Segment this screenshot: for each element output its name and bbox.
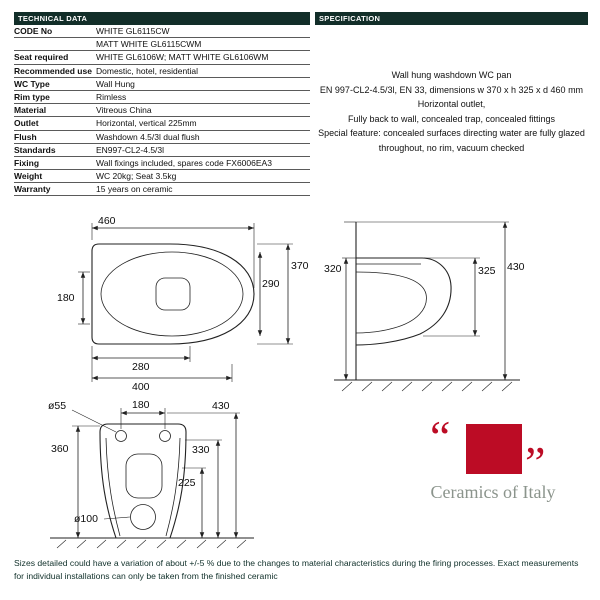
table-row: Outlet Horizontal, vertical 225mm bbox=[14, 117, 310, 131]
row-value: Wall fixings included, spares code FX600… bbox=[96, 157, 272, 168]
spec-line: Special feature: concealed surfaces dire… bbox=[318, 128, 585, 139]
row-label: Rim type bbox=[14, 92, 50, 103]
dimension-label: 400 bbox=[132, 381, 150, 393]
fixing-hole-left bbox=[115, 430, 127, 442]
close-quote-icon: ” bbox=[525, 437, 546, 488]
table-row: Seat required WHITE GL6106W; MATT WHITE G… bbox=[14, 51, 310, 65]
row-value: WHITE GL6115CW bbox=[96, 26, 170, 37]
dimension-label: 330 bbox=[192, 444, 210, 456]
specification-header: SPECIFICATION bbox=[315, 12, 588, 25]
technical-data-table: CODE No WHITE GL6115CW MATT WHITE GL6115C… bbox=[14, 25, 310, 197]
top-view-dimensions: 460 370 290 180 280 400 bbox=[57, 215, 309, 393]
dimension-label: 290 bbox=[262, 278, 280, 290]
row-value: Rimless bbox=[96, 92, 127, 103]
table-row: Warranty 15 years on ceramic bbox=[14, 183, 310, 197]
row-label: Seat required bbox=[14, 52, 69, 63]
row-value: Washdown 4.5/3l dual flush bbox=[96, 131, 200, 142]
dimension-label: 180 bbox=[57, 292, 75, 304]
floor-hatching bbox=[56, 539, 247, 549]
spec-line: Horizontal outlet, bbox=[417, 99, 486, 110]
open-quote-icon: “ bbox=[430, 411, 451, 462]
outlet-hole bbox=[130, 504, 156, 530]
dimension-label: 460 bbox=[98, 215, 116, 227]
row-value: 15 years on ceramic bbox=[96, 184, 173, 195]
side-view-drawing: 320 325 430 bbox=[324, 221, 525, 392]
table-row: Rim type Rimless bbox=[14, 91, 310, 105]
spec-line: Wall hung washdown WC pan bbox=[391, 70, 512, 80]
row-label: Fixing bbox=[14, 157, 40, 168]
top-view-drawing: 460 370 290 180 280 400 bbox=[57, 215, 309, 393]
row-value: Domestic, hotel, residential bbox=[96, 65, 199, 76]
dimension-label: 430 bbox=[212, 400, 230, 412]
row-value: Wall Hung bbox=[96, 78, 135, 89]
technical-data-header: TECHNICAL DATA bbox=[14, 12, 310, 25]
side-view-outline bbox=[355, 257, 452, 346]
front-view-outline bbox=[99, 423, 187, 539]
row-label: CODE No bbox=[14, 26, 53, 37]
table-row: CODE No WHITE GL6115CW bbox=[14, 25, 310, 39]
row-value: WHITE GL6106W; MATT WHITE GL6106WM bbox=[96, 52, 269, 63]
row-value: MATT WHITE GL6115CWM bbox=[96, 39, 202, 50]
dimension-label: 320 bbox=[324, 263, 342, 275]
top-view-outline bbox=[91, 243, 255, 345]
front-view-drawing: 180 ø55 430 360 330 225 ø100 bbox=[48, 399, 254, 549]
dimension-label: 325 bbox=[478, 265, 496, 277]
table-row: Recommended use Domestic, hotel, resident… bbox=[14, 65, 310, 78]
row-label: Flush bbox=[14, 131, 37, 142]
front-view-left-curve bbox=[105, 437, 121, 537]
front-view-right-curve bbox=[165, 437, 181, 537]
row-label: Outlet bbox=[14, 118, 39, 129]
footer-disclaimer: Sizes detailed could have a variation of… bbox=[14, 558, 579, 581]
table-row: Fixing Wall fixings included, spares code… bbox=[14, 157, 310, 171]
table-row: Flush Washdown 4.5/3l dual flush bbox=[14, 131, 310, 144]
table-row: Weight WC 20kg; Seat 3.5kg bbox=[14, 170, 310, 184]
specification-text: Wall hung washdown WC pan EN 997-CL2-4.5… bbox=[315, 68, 588, 156]
floor-hatching bbox=[341, 381, 513, 392]
row-label: Weight bbox=[14, 171, 43, 182]
table-row: Material Vitreous China bbox=[14, 104, 310, 118]
side-view-bowl-line bbox=[355, 271, 427, 334]
fixing-hole-right bbox=[159, 430, 171, 442]
table-row: Standards EN997-CL2-4.5/3l bbox=[14, 144, 310, 157]
spec-line: EN 997-CL2-4.5/3l, EN 33, dimensions w 3… bbox=[319, 84, 584, 95]
dimension-label: 360 bbox=[51, 443, 69, 455]
front-view-opening bbox=[125, 453, 163, 499]
dimension-label: 370 bbox=[291, 260, 309, 272]
dimension-label: 280 bbox=[132, 361, 150, 373]
brand-name: Ceramics of Italy bbox=[430, 482, 556, 502]
logo-mark bbox=[466, 424, 522, 474]
front-view-dimensions: 180 ø55 430 360 330 225 ø100 bbox=[48, 399, 240, 538]
row-label: WC Type bbox=[14, 78, 50, 89]
top-view-seat-rim bbox=[100, 251, 244, 337]
row-value: WC 20kg; Seat 3.5kg bbox=[96, 171, 177, 182]
row-label: Warranty bbox=[14, 184, 51, 195]
spec-line: throughout, no rim, vacuum checked bbox=[378, 142, 525, 153]
brand-logo: “ ” Ceramics of Italy bbox=[408, 414, 578, 514]
dimension-label: ø55 bbox=[48, 400, 66, 412]
dimension-label: 225 bbox=[178, 477, 196, 489]
dimension-label: ø100 bbox=[74, 513, 98, 525]
row-value: EN997-CL2-4.5/3l bbox=[96, 144, 165, 155]
dimension-label: 180 bbox=[132, 399, 150, 411]
dimension-label: 430 bbox=[507, 261, 525, 273]
row-label: Standards bbox=[14, 144, 56, 155]
row-value: Vitreous China bbox=[96, 105, 152, 116]
table-row: WC Type Wall Hung bbox=[14, 78, 310, 91]
row-value: Horizontal, vertical 225mm bbox=[96, 118, 197, 129]
spec-line: Fully back to wall, concealed trap, conc… bbox=[347, 113, 556, 124]
side-view-dimensions: 320 325 430 bbox=[324, 221, 525, 380]
table-row: MATT WHITE GL6115CWM bbox=[14, 38, 310, 52]
top-view-trap-opening bbox=[155, 277, 191, 311]
row-label: Material bbox=[14, 105, 47, 116]
row-label: Recommended use bbox=[14, 65, 92, 76]
